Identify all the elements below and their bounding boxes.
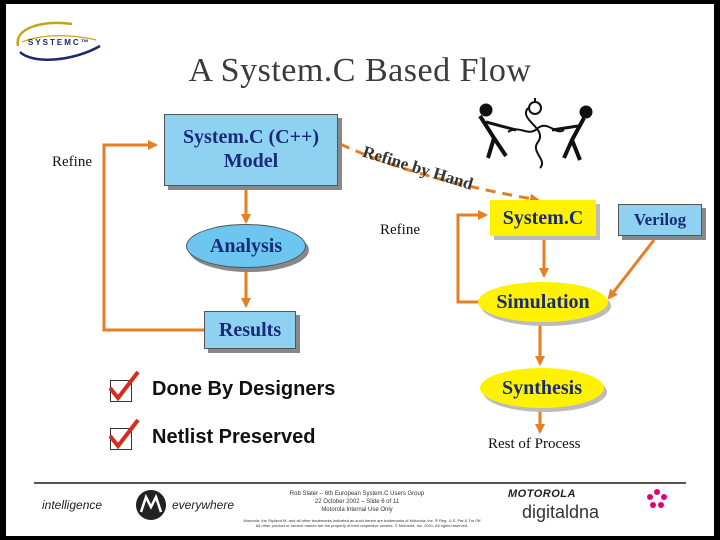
slide-title: A System.C Based Flow [188,52,532,89]
left-refine-arrow [102,140,204,332]
footer-divider [34,482,686,484]
tug-of-war-icon [478,98,593,169]
done-by-designers-label: Done By Designers [152,378,336,400]
footer-center-block: Rob Slater – 6th European System.C Users… [252,490,462,514]
footer-motorola: MOTOROLA [508,488,576,500]
rest-of-process-label: Rest of Process [488,436,581,452]
footer-line-3: Motorola Internal Use Only [321,507,393,513]
checkmark-icon [108,370,140,402]
model-line-2: Model [223,150,279,172]
flow-arrows [102,140,656,434]
simulation-node: Simulation [478,282,608,322]
results-box: Results [204,311,296,349]
motorola-logo-icon [136,490,166,520]
left-refine-label: Refine [52,154,92,170]
footer-digitaldna: digitaldna [522,502,600,522]
footer-legal-block: Motorola, the Stylized M, and all other … [202,518,522,528]
netlist-preserved-label: Netlist Preserved [152,426,316,448]
systemc-model-box: System.C (C++) Model [164,114,338,186]
verilog-to-simulation-arrow [607,239,656,300]
footer-line-1: Rob Slater – 6th European System.C Users… [289,491,425,497]
right-refine-label: Refine [380,222,420,238]
verilog-box: Verilog [618,204,702,236]
synthesis-node: Synthesis [480,368,604,408]
digitaldna-flower-icon [647,489,667,508]
model-line-1: System.C (C++) [182,126,320,148]
footer-line-5: All other product or service names are t… [255,523,469,528]
checkmark-icon [108,418,140,450]
systemc-logo-icon [16,21,101,61]
analysis-node: Analysis [186,224,306,268]
footer-line-2: 22 October 2002 – Slide 6 of 11 [314,499,400,505]
right-refine-arrow [456,210,490,304]
footer-line-4: Motorola, the Stylized M, and all other … [243,518,481,523]
footer-everywhere: everywhere [172,498,235,512]
logo-text: SYSTEMC™ [28,38,91,47]
refine-by-hand-arrow [339,142,540,204]
footer-intelligence: intelligence [42,498,103,512]
slide: SYSTEMC™ A System.C Based Flow [6,4,714,536]
systemc-box: System.C [490,200,596,236]
